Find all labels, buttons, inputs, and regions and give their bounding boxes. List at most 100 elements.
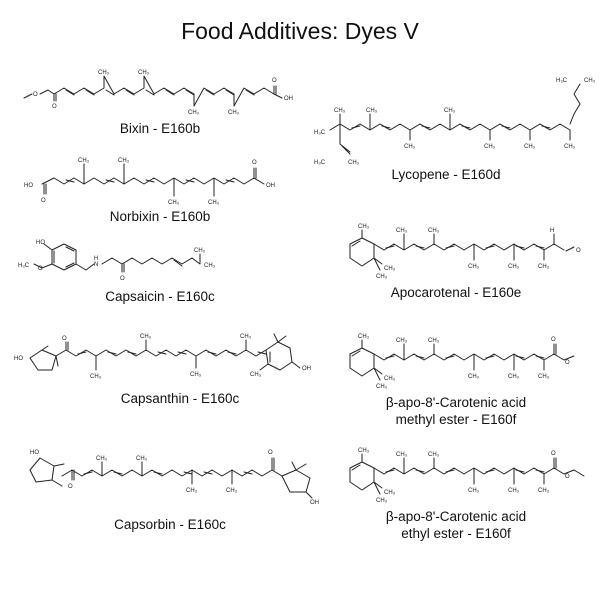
svg-text:CH₃: CH₃ xyxy=(186,488,198,494)
caption-bixin: Bixin - E160b xyxy=(119,121,201,136)
svg-text:CH₃: CH₃ xyxy=(376,384,388,390)
svg-text:CH₃: CH₃ xyxy=(136,456,148,462)
svg-text:CH₃: CH₃ xyxy=(228,110,240,116)
svg-text:CH₃: CH₃ xyxy=(564,144,576,150)
svg-text:N: N xyxy=(94,262,98,268)
svg-text:H₃C: H₃C xyxy=(556,78,568,84)
svg-text:CH₃: CH₃ xyxy=(538,264,550,270)
svg-text:CH₃: CH₃ xyxy=(538,374,550,380)
svg-text:O: O xyxy=(52,104,57,110)
svg-text:O: O xyxy=(33,92,38,98)
svg-text:CH₃: CH₃ xyxy=(468,374,480,380)
svg-text:HO: HO xyxy=(14,356,23,362)
svg-text:CH₃: CH₃ xyxy=(508,264,520,270)
svg-text:CH₃: CH₃ xyxy=(168,200,180,206)
svg-text:CH₃: CH₃ xyxy=(240,334,252,340)
page-title: Food Additives: Dyes V xyxy=(181,18,419,44)
svg-text:CH₃: CH₃ xyxy=(194,248,206,254)
svg-text:CH₃: CH₃ xyxy=(358,334,370,340)
svg-text:CH₃: CH₃ xyxy=(444,108,456,114)
caption-line-1: β-apo-8'-Carotenic acid xyxy=(385,509,527,524)
caption-line-2: ethyl ester - E160f xyxy=(401,526,511,541)
svg-text:O: O xyxy=(565,360,570,366)
svg-text:CH₃: CH₃ xyxy=(484,144,496,150)
svg-text:CH₃: CH₃ xyxy=(358,224,370,230)
svg-text:O: O xyxy=(576,248,581,254)
caption-capsaicin: Capsaicin - E160c xyxy=(105,289,215,304)
bixin-structure: O O CH₃ CH₃ CH₃ CH₃ O OH xyxy=(14,64,304,119)
svg-text:CH₃: CH₃ xyxy=(404,144,416,150)
svg-text:CH₃: CH₃ xyxy=(190,372,202,378)
svg-text:CH₃: CH₃ xyxy=(384,376,396,382)
caption-line-1: β-apo-8'-Carotenic acid xyxy=(385,395,527,410)
caption-carotenic-acid-methyl-ester: β-apo-8'-Carotenic acid methyl ester - E… xyxy=(356,394,556,428)
svg-text:CH₃: CH₃ xyxy=(140,334,152,340)
svg-text:CH₃: CH₃ xyxy=(250,372,262,378)
caption-apocarotenal: Apocarotenal - E160e xyxy=(390,285,522,300)
svg-text:CH₃: CH₃ xyxy=(208,200,220,206)
svg-text:CH₃: CH₃ xyxy=(428,452,440,458)
carotenic-acid-methyl-ester-structure: CH₃ CH₃ CH₃ CH₃ CH₃ CH₃ O O CH₃ CH₃ xyxy=(330,334,595,396)
svg-text:CH₃: CH₃ xyxy=(376,498,388,504)
svg-text:CH₃: CH₃ xyxy=(90,374,102,380)
svg-text:CH₃: CH₃ xyxy=(584,78,596,84)
caption-line-2: methyl ester - E160f xyxy=(395,412,517,427)
svg-text:CH₃: CH₃ xyxy=(396,338,408,344)
svg-text:O: O xyxy=(38,266,43,272)
svg-text:HO: HO xyxy=(30,450,39,456)
svg-text:CH₃: CH₃ xyxy=(358,448,370,454)
svg-text:CH₃: CH₃ xyxy=(98,70,110,76)
caption-capsanthin: Capsanthin - E160c xyxy=(120,391,240,406)
svg-text:CH₃: CH₃ xyxy=(508,374,520,380)
svg-text:CH₃: CH₃ xyxy=(96,456,108,462)
svg-text:OH: OH xyxy=(266,183,275,189)
svg-text:O: O xyxy=(68,484,73,490)
svg-text:O: O xyxy=(551,337,556,343)
svg-text:O: O xyxy=(120,276,125,282)
svg-text:O: O xyxy=(41,198,46,204)
svg-text:CH₃: CH₃ xyxy=(384,266,396,272)
svg-text:H: H xyxy=(94,256,98,262)
svg-text:OH: OH xyxy=(302,366,311,372)
svg-text:HO: HO xyxy=(24,183,33,189)
svg-text:CH₃: CH₃ xyxy=(334,108,346,114)
svg-text:CH₃: CH₃ xyxy=(428,228,440,234)
caption-lycopene: Lycopene - E160d xyxy=(391,167,501,182)
caption-carotenic-acid-ethyl-ester: β-apo-8'-Carotenic acid ethyl ester - E1… xyxy=(356,508,556,542)
svg-text:H₃C: H₃C xyxy=(18,263,30,269)
caption-capsorbin: Capsorbin - E160c xyxy=(114,517,226,532)
svg-text:O: O xyxy=(268,450,273,456)
caption-norbixin: Norbixin - E160b xyxy=(109,209,211,224)
svg-text:H: H xyxy=(550,228,554,234)
svg-text:O: O xyxy=(252,160,257,166)
svg-text:HO: HO xyxy=(36,240,45,246)
svg-text:O: O xyxy=(551,451,556,457)
svg-text:CH₃: CH₃ xyxy=(428,338,440,344)
svg-text:CH₃: CH₃ xyxy=(524,144,536,150)
svg-text:CH₃: CH₃ xyxy=(118,158,130,164)
svg-text:O: O xyxy=(565,474,570,480)
apocarotenal-structure: CH₃ CH₃ CH₃ CH₃ CH₃ CH₃ H O CH₃ CH₃ xyxy=(330,224,590,286)
svg-text:CH₃: CH₃ xyxy=(376,274,388,280)
capsaicin-structure: HO H₃C O N H O CH₃ CH₃ xyxy=(14,234,234,284)
svg-text:CH₃: CH₃ xyxy=(538,488,550,494)
svg-text:H₃C: H₃C xyxy=(314,130,326,136)
capsanthin-structure: HO O CH₃ CH₃ CH₃ CH₃ OH CH₃ xyxy=(8,330,328,390)
svg-text:H₃C: H₃C xyxy=(314,160,326,166)
svg-text:CH₃: CH₃ xyxy=(396,452,408,458)
svg-text:CH₃: CH₃ xyxy=(384,490,396,496)
lycopene-structure: H₃C CH₃ CH₃ CH₃ CH₃ CH₃ CH₃ CH₃ H₃C CH₃ … xyxy=(310,74,600,174)
svg-text:O: O xyxy=(272,78,277,84)
carotenic-acid-ethyl-ester-structure: CH₃ CH₃ CH₃ CH₃ CH₃ CH₃ O O CH₃ CH₃ xyxy=(330,448,595,510)
svg-text:CH₃: CH₃ xyxy=(468,264,480,270)
svg-text:OH: OH xyxy=(310,500,319,506)
svg-text:CH₃: CH₃ xyxy=(366,108,378,114)
svg-text:CH₃: CH₃ xyxy=(396,228,408,234)
norbixin-structure: HO O CH₃ CH₃ CH₃ CH₃ O OH xyxy=(14,154,304,209)
svg-text:CH₃: CH₃ xyxy=(508,488,520,494)
svg-text:CH₃: CH₃ xyxy=(204,263,216,269)
svg-text:CH₃: CH₃ xyxy=(78,158,90,164)
svg-text:OH: OH xyxy=(284,96,293,102)
svg-text:CH₃: CH₃ xyxy=(348,160,360,166)
svg-text:CH₃: CH₃ xyxy=(138,70,150,76)
